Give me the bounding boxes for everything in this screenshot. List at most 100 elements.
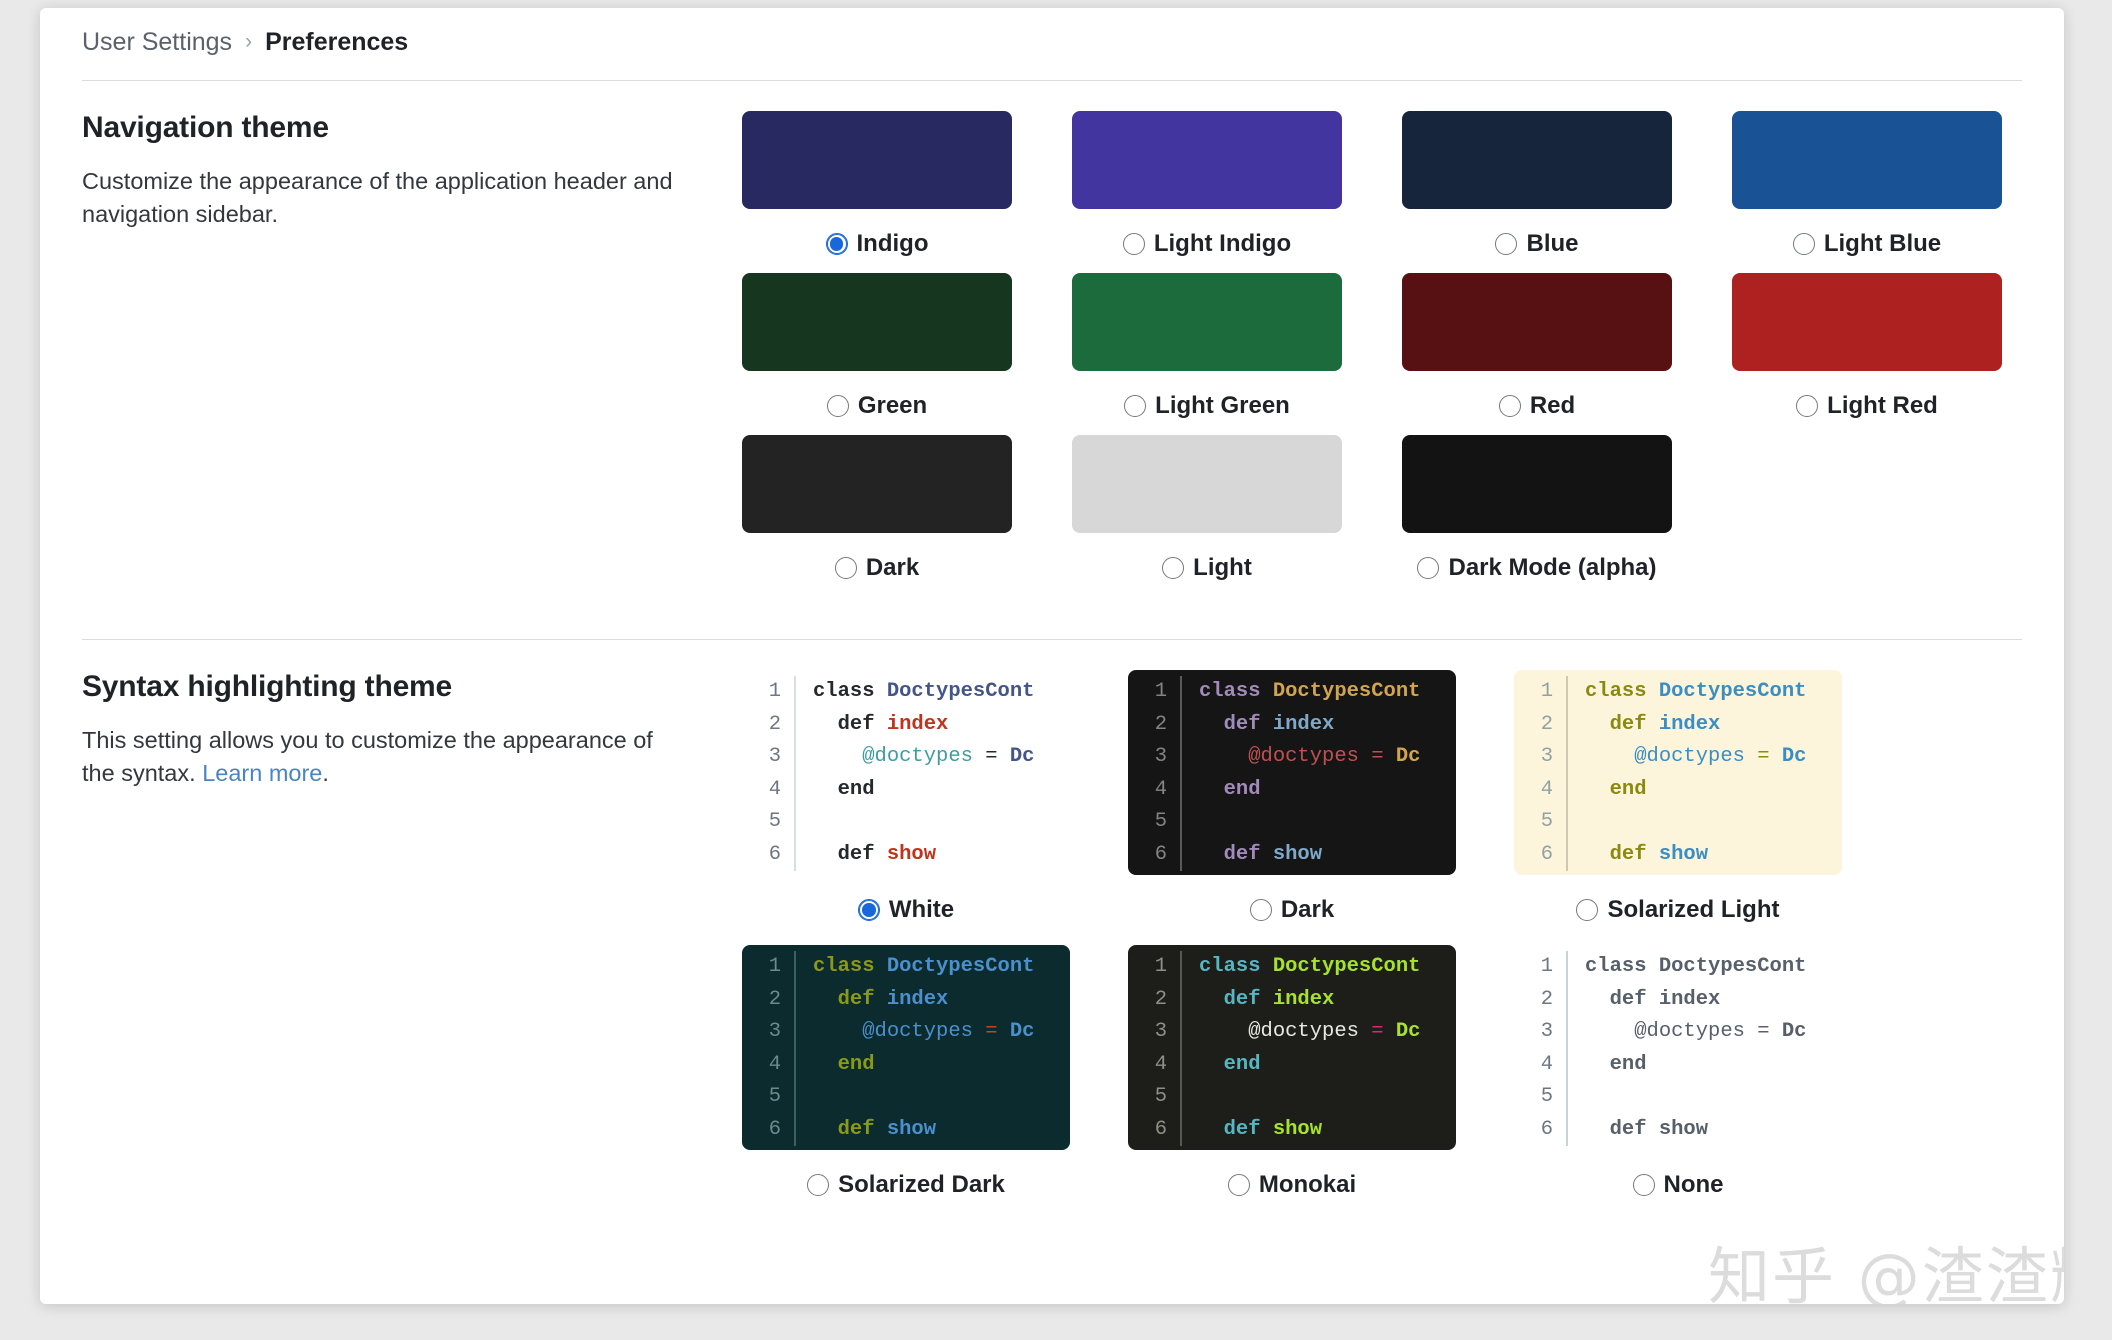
nav-theme-label: Blue [1526,230,1579,257]
nav-theme-option[interactable]: Light Green [1072,273,1342,425]
nav-theme-option[interactable]: Dark [742,435,1012,587]
nav-theme-option[interactable]: Light Blue [1732,111,2002,263]
nav-theme-radio-row[interactable]: Light Blue [1732,225,2002,263]
nav-theme-swatch[interactable] [742,435,1012,533]
syntax-theme-radio[interactable] [1632,1174,1655,1196]
learn-more-link[interactable]: Learn more [202,760,323,787]
syntax-theme-radio[interactable] [1576,899,1599,921]
code-line: @doctypes = Dc [813,741,1070,774]
code-token-cls: DoctypesCont [1658,680,1807,703]
code-content: class DoctypesCont def index @doctypes =… [1180,951,1456,1146]
code-token-kw: end [1223,777,1261,801]
code-line: def index [813,709,1070,742]
nav-theme-radio[interactable] [825,233,848,255]
nav-theme-radio[interactable] [1417,557,1440,579]
nav-theme-option[interactable]: Light Red [1732,273,2002,425]
nav-theme-radio[interactable] [1792,233,1815,255]
nav-theme-swatch[interactable] [1072,273,1342,371]
syntax-theme-description: This setting allows you to customize the… [82,724,692,791]
code-line: end [1585,774,1842,807]
breadcrumb-user-settings[interactable]: User Settings [82,27,233,56]
code-line-number: 1 [1154,955,1167,978]
nav-theme-option[interactable]: Indigo [742,111,1012,263]
nav-theme-option[interactable]: Light Indigo [1072,111,1342,263]
syntax-theme-radio-row[interactable]: Monokai [1128,1166,1456,1204]
syntax-theme-radio-row[interactable]: None [1514,1166,1842,1204]
nav-theme-swatch[interactable] [1402,273,1672,371]
code-line-number: 4 [768,777,781,801]
nav-theme-radio-row[interactable]: Light Indigo [1072,225,1342,263]
nav-theme-option[interactable]: Red [1402,273,1672,425]
syntax-theme-radio[interactable] [857,899,880,921]
syntax-theme-radio-row[interactable]: Dark [1128,891,1456,929]
syntax-theme-radio[interactable] [807,1174,830,1196]
nav-theme-swatch[interactable] [742,273,1012,371]
nav-theme-radio-row[interactable]: Light [1072,549,1342,587]
code-line-number: 6 [1540,842,1553,866]
nav-theme-radio[interactable] [834,557,857,579]
syntax-theme-radio-row[interactable]: Solarized Light [1514,891,1842,929]
nav-theme-radio[interactable] [1122,233,1145,255]
code-line-number: 6 [1154,1117,1167,1141]
nav-theme-option[interactable]: Blue [1402,111,1672,263]
code-line-number: 1 [1540,955,1553,978]
nav-theme-radio[interactable] [1796,395,1819,417]
code-token-fn: index [1272,712,1335,736]
code-token-plain [813,988,838,1011]
nav-theme-swatch[interactable] [1402,111,1672,209]
nav-theme-swatch[interactable] [1072,111,1342,209]
syntax-theme-radio[interactable] [1227,1174,1250,1196]
code-token-fn: index [886,987,949,1011]
nav-theme-swatch[interactable] [1732,111,2002,209]
code-token-plain [813,1118,838,1141]
syntax-theme-radio-row[interactable]: White [742,891,1070,929]
nav-theme-radio-row[interactable]: Indigo [742,225,1012,263]
nav-theme-radio-row[interactable]: Dark Mode (alpha) [1402,549,1672,587]
nav-theme-swatch[interactable] [742,111,1012,209]
syntax-theme-radio-row[interactable]: Solarized Dark [742,1166,1070,1204]
nav-theme-radio-row[interactable]: Light Red [1732,387,2002,425]
nav-theme-swatch[interactable] [1732,273,2002,371]
code-token-op: = [972,745,1010,768]
code-line-number: 1 [1540,680,1553,703]
syntax-theme-info: Syntax highlighting theme This setting a… [82,670,742,1204]
code-token-fn: index [886,712,949,736]
code-token-ivar: @doctypes [1634,745,1745,768]
code-line-number: 3 [768,1020,781,1043]
nav-theme-radio[interactable] [1124,395,1147,417]
nav-theme-swatch[interactable] [1402,435,1672,533]
nav-theme-swatch[interactable] [1072,435,1342,533]
nav-theme-option[interactable]: Green [742,273,1012,425]
navigation-theme-description: Customize the appearance of the applicat… [82,168,673,228]
nav-theme-radio-row[interactable]: Light Green [1072,387,1342,425]
code-token-fn: index [1658,987,1721,1011]
nav-theme-radio-row[interactable]: Green [742,387,1012,425]
syntax-theme-radio[interactable] [1249,899,1272,921]
nav-theme-radio[interactable] [1495,233,1518,255]
code-token-plain [1585,1118,1610,1141]
nav-theme-radio-row[interactable]: Red [1402,387,1672,425]
nav-theme-radio-row[interactable]: Blue [1402,225,1672,263]
nav-theme-radio-row[interactable]: Dark [742,549,1012,587]
nav-theme-radio[interactable] [1162,557,1185,579]
nav-theme-radio[interactable] [1498,395,1521,417]
nav-theme-option[interactable]: Light [1072,435,1342,587]
nav-theme-option[interactable]: Dark Mode (alpha) [1402,435,1672,587]
code-token-ivar: @doctypes [862,745,973,768]
code-token-plain [1199,778,1224,801]
nav-theme-radio[interactable] [826,395,849,417]
